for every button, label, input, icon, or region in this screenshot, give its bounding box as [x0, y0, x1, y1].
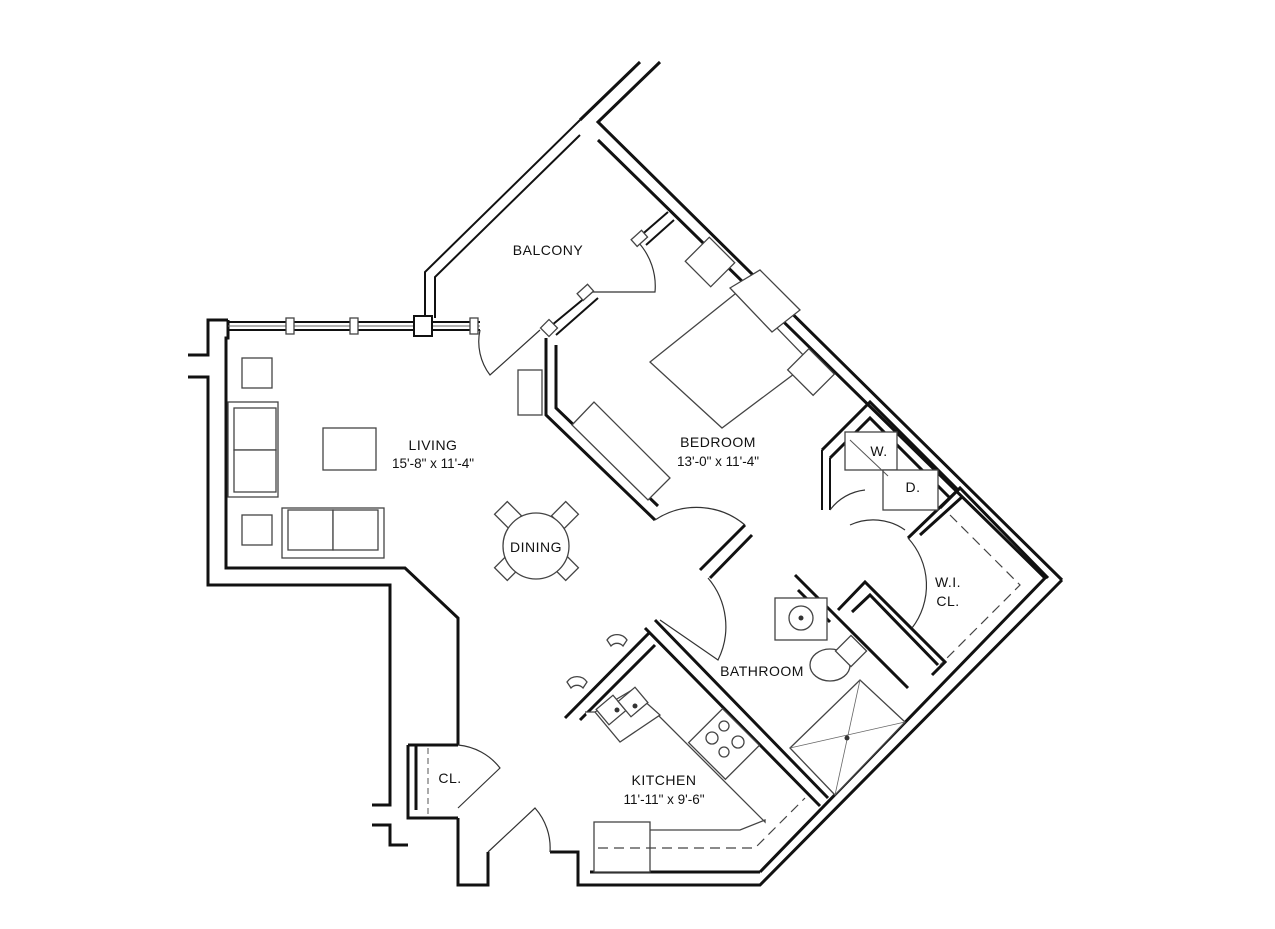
living-size: 15'-8" x 11'-4" [392, 456, 474, 471]
bathroom-fixtures [774, 597, 906, 796]
kitchen-label: KITCHEN [632, 772, 697, 788]
dining-label: DINING [510, 539, 562, 555]
kitchen-size: 11'-11" x 9'-6" [623, 792, 704, 807]
walk-in-closet-label-2: CL. [936, 593, 959, 609]
living-window-wall [228, 315, 480, 337]
living-furniture [227, 357, 543, 559]
balcony-label: BALCONY [513, 242, 584, 258]
room-labels: BALCONY LIVING 15'-8" x 11'-4" BEDROOM 1… [392, 242, 961, 807]
walk-in-closet-label-1: W.I. [935, 574, 961, 590]
closet-label: CL. [438, 770, 461, 786]
living-label: LIVING [409, 437, 458, 453]
door-posts [539, 229, 649, 338]
walk-in-closet-shelf [939, 514, 1021, 666]
bedroom-label: BEDROOM [680, 434, 756, 450]
dining-table [493, 500, 580, 582]
bedroom-furniture [571, 236, 836, 501]
laundry-appliances [844, 431, 939, 511]
bedroom-size: 13'-0" x 11'-4" [677, 454, 759, 469]
dryer-label: D. [906, 479, 921, 495]
kitchen-fixtures [566, 634, 806, 873]
bathroom-label: BATHROOM [720, 663, 804, 679]
doors [427, 241, 928, 853]
interior-walls [406, 211, 1050, 820]
washer-label: W. [870, 443, 887, 459]
